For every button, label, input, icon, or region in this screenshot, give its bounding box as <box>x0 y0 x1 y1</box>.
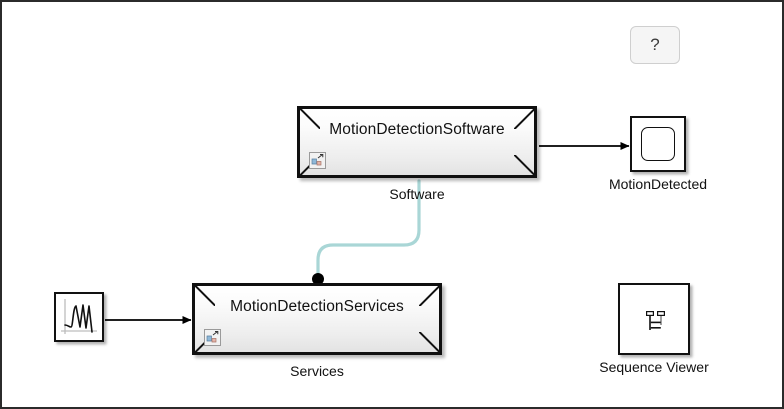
caption-sequence-viewer: Sequence Viewer <box>599 359 709 375</box>
block-signal-source[interactable] <box>54 292 104 342</box>
sequence-viewer-icon <box>646 311 665 330</box>
block-sequence-viewer[interactable] <box>618 283 690 355</box>
block-motion-detection-software[interactable]: MotionDetectionSoftware <box>297 106 537 178</box>
model-reference-badge-icon <box>309 152 326 169</box>
caption-motion-detected: MotionDetected <box>608 176 708 192</box>
outport-shape-icon <box>641 127 675 161</box>
caption-software: Software <box>389 186 445 202</box>
model-reference-badge-icon <box>204 329 221 346</box>
caption-services: Services <box>290 363 344 379</box>
help-button[interactable]: ? <box>630 26 680 64</box>
corner-cut-bottom-right-icon <box>514 155 534 175</box>
waveform-icon <box>61 299 97 334</box>
block-motion-detection-services[interactable]: MotionDetectionServices <box>192 283 442 355</box>
corner-cut-bottom-right-icon <box>419 332 439 352</box>
block-title-motion-detection-software: MotionDetectionSoftware <box>329 121 505 138</box>
block-title-motion-detection-services: MotionDetectionServices <box>230 298 404 315</box>
block-motion-detected[interactable] <box>630 116 686 172</box>
